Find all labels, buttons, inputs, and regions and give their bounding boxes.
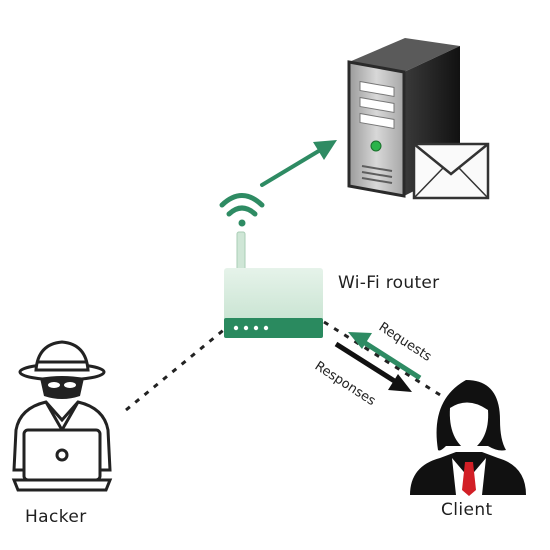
client-woman-icon xyxy=(410,380,526,496)
uplink-arrow xyxy=(260,140,337,187)
hacker-label: Hacker xyxy=(25,507,87,527)
laptop-icon xyxy=(11,428,113,492)
router-label: Wi-Fi router xyxy=(338,273,440,293)
envelope-icon xyxy=(412,142,490,200)
responses-arrow xyxy=(334,341,412,392)
requests-arrow xyxy=(348,332,422,381)
hacker-link-dotted xyxy=(125,326,227,412)
client-label: Client xyxy=(441,500,493,520)
wifi-signal-icon xyxy=(219,193,265,227)
router-icon xyxy=(224,231,323,338)
